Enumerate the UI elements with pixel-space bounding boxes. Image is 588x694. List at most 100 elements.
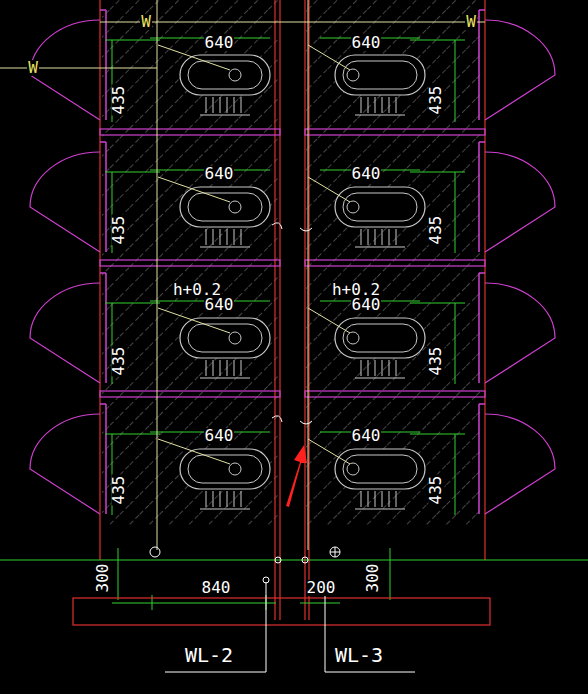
partition	[305, 260, 485, 266]
partition	[305, 391, 485, 397]
drawing-stroke	[389, 97, 390, 113]
drawing-stroke	[213, 491, 214, 507]
drawing-stroke	[100, 141, 106, 143]
drawing-stroke	[390, 548, 391, 600]
trap	[300, 421, 312, 424]
drawing-stroke	[335, 547, 336, 557]
partition	[100, 260, 280, 266]
drawing-stroke	[206, 491, 207, 507]
drawing-stroke	[382, 97, 383, 113]
dimension: 435	[111, 215, 127, 246]
door-swing	[30, 152, 100, 252]
drawing-stroke	[479, 272, 485, 274]
drawing-stroke	[396, 360, 397, 376]
drawing-stroke	[396, 97, 397, 113]
squat-toilet	[343, 193, 417, 221]
drawing-stroke	[308, 45, 350, 70]
drawing-stroke	[308, 177, 350, 202]
drawing-stroke	[308, 0, 309, 550]
pipe-tag: W	[140, 14, 152, 30]
pipe-tag: W	[465, 14, 477, 30]
drawing-stroke	[213, 360, 214, 376]
dimension: h+0.2	[331, 282, 381, 298]
drawing-stroke	[478, 10, 480, 120]
drawing-stroke	[274, 0, 275, 620]
squat-toilet	[335, 55, 425, 95]
squat-toilet	[180, 318, 270, 358]
drawing-stroke	[361, 229, 362, 245]
floor-hatch	[102, 0, 278, 525]
drawing-stroke	[410, 303, 465, 304]
dimension: h+0.2	[172, 282, 222, 298]
dimension: 435	[428, 346, 444, 377]
dimension: 435	[111, 346, 127, 377]
drawing-stroke	[200, 115, 250, 116]
drawing-stroke	[375, 491, 376, 507]
drawing-stroke	[396, 229, 397, 245]
pipe-tag: W	[27, 60, 39, 76]
drawing-stroke	[368, 97, 369, 113]
drawing-stroke	[227, 97, 228, 113]
squat-toilet	[343, 324, 417, 352]
drawing-stroke	[234, 491, 235, 507]
drawing-stroke	[118, 548, 119, 600]
squat-toilet	[180, 449, 270, 489]
drawing-stroke	[368, 491, 369, 507]
door-swing	[30, 283, 100, 383]
door-swing	[485, 20, 555, 120]
floor-drain	[150, 547, 160, 557]
drawing-stroke	[241, 360, 242, 376]
drawing-stroke	[355, 115, 405, 116]
drawing-stroke	[213, 229, 214, 245]
drain	[229, 463, 241, 475]
drawing-stroke	[308, 308, 350, 333]
drawing-stroke	[105, 142, 107, 252]
drawing-stroke	[325, 590, 326, 672]
drawing-stroke	[455, 303, 456, 384]
drawing-stroke	[396, 491, 397, 507]
drawing-stroke	[382, 360, 383, 376]
dimension: 640	[351, 166, 382, 182]
drawing-stroke	[105, 10, 107, 120]
drawing-stroke	[227, 229, 228, 245]
drain	[229, 332, 241, 344]
trap	[300, 228, 312, 231]
dimension: 640	[204, 166, 235, 182]
drawing-stroke	[375, 229, 376, 245]
drain	[347, 463, 359, 475]
partition	[100, 391, 280, 397]
drawing-stroke	[375, 97, 376, 113]
floor-drain	[330, 547, 340, 557]
drawing-stroke	[100, 403, 106, 405]
dimension: 435	[428, 215, 444, 246]
drawing-stroke	[206, 229, 207, 245]
drawing-stroke	[308, 0, 309, 620]
drawing-stroke	[241, 97, 242, 113]
drawing-stroke	[100, 272, 106, 274]
door-swing	[485, 414, 555, 514]
drawing-stroke	[220, 229, 221, 245]
drawing-stroke	[99, 0, 100, 560]
drawing-stroke	[266, 582, 267, 672]
drawing-stroke	[355, 247, 405, 248]
drawing-stroke	[455, 40, 456, 122]
drawing-stroke	[200, 509, 250, 510]
drawing-stroke	[105, 404, 107, 514]
drawing-stroke	[105, 434, 160, 435]
drawing-stroke	[368, 229, 369, 245]
door-swing	[485, 283, 555, 383]
drawing-stroke	[220, 97, 221, 113]
drawing-stroke	[105, 172, 160, 173]
drawing-stroke	[220, 491, 221, 507]
drawing-stroke	[206, 97, 207, 113]
drawing-stroke	[213, 97, 214, 113]
drain	[347, 69, 359, 81]
drain	[229, 69, 241, 81]
squat-toilet	[343, 455, 417, 483]
dimension: 435	[428, 85, 444, 116]
drawing-stroke	[100, 9, 106, 11]
squat-toilet	[188, 61, 262, 89]
pipe-point	[275, 557, 281, 563]
squat-toilet	[188, 455, 262, 483]
squat-toilet	[188, 324, 262, 352]
